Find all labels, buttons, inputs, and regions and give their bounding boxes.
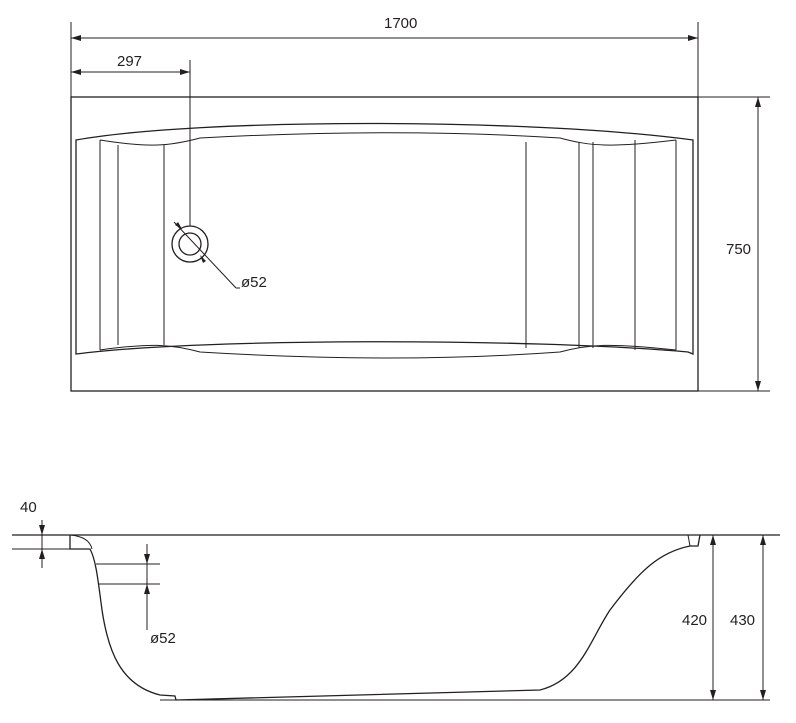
drain-offset-dimension-label: 297 [117, 53, 142, 70]
tub-side-profile [69, 534, 701, 701]
tub-outer-rim [70, 96, 699, 392]
overflow-diameter-label: ø52 [150, 630, 176, 647]
tub-side-right-lip [687, 534, 691, 547]
drain-diameter-label: ø52 [241, 274, 267, 291]
side-view: ø52 40 420 430 [12, 499, 780, 701]
tub-inner-basin [75, 122, 694, 355]
tub-inner-contour-top [99, 132, 677, 146]
drain-icon [171, 225, 209, 263]
inner-depth-label: 420 [682, 612, 707, 629]
total-height-label: 430 [730, 612, 755, 629]
rim-thickness-label: 40 [20, 499, 37, 516]
width-dimension-label: 750 [726, 241, 751, 258]
length-dimension-label: 1700 [384, 15, 417, 32]
tub-inner-contour-bottom [99, 344, 677, 359]
top-view: ø52 1700 297 750 [70, 15, 770, 392]
tub-side-inner-edge [69, 534, 93, 550]
